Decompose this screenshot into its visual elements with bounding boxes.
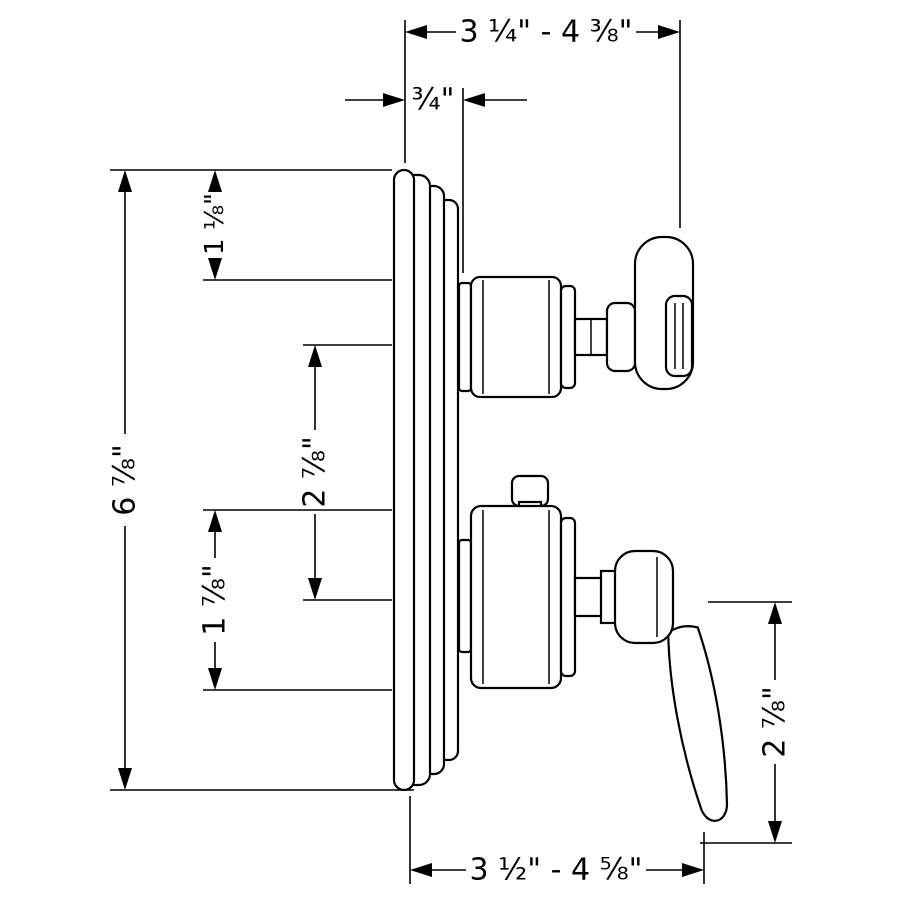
- top-valve-assembly: [457, 235, 695, 399]
- dim-top-width: 3 ¼" - 4 ⅜": [405, 15, 680, 50]
- bottom-valve-assembly: [457, 474, 729, 822]
- dim-bottom-width-label: 3 ½" - 4 ⅝": [470, 853, 643, 888]
- dim-handle-spacing-label: 2 ⅞": [298, 436, 333, 508]
- dim-bottom-width: 3 ½" - 4 ⅝": [410, 853, 704, 888]
- top-valve-flange: [457, 281, 473, 393]
- dim-top-offset: 1 ⅛": [200, 170, 230, 280]
- bottom-valve-stem: [573, 576, 605, 618]
- bottom-valve-flange: [457, 538, 473, 654]
- dim-plate-height: 6 ⅞": [108, 170, 143, 790]
- dim-top-offset-label: 1 ⅛": [200, 193, 230, 255]
- extension-lines: [110, 20, 792, 884]
- cross-handle-hub: [605, 301, 637, 373]
- dim-plate-height-label: 6 ⅞": [108, 444, 143, 516]
- dim-lever-drop: 2 ⅞": [758, 602, 793, 843]
- top-valve-sleeve: [469, 275, 563, 399]
- dim-lever-drop-label: 2 ⅞": [758, 686, 793, 758]
- dim-top-width-label: 3 ¼" - 4 ⅜": [460, 15, 633, 50]
- dim-lower-offset: 1 ⅞": [198, 510, 233, 690]
- wall-plate: [392, 168, 460, 792]
- dim-plate-depth-label: ¾": [412, 83, 455, 118]
- lever-handle-hub: [613, 549, 675, 645]
- bottom-valve-cap: [559, 516, 577, 678]
- cross-handle-cap: [664, 294, 694, 378]
- dim-plate-depth: ¾": [345, 83, 527, 118]
- top-valve-cap: [559, 284, 577, 390]
- dim-handle-spacing: 2 ⅞": [298, 345, 333, 600]
- dim-lower-offset-label: 1 ⅞": [198, 564, 233, 636]
- lever-handle: [667, 625, 729, 822]
- bottom-valve-sleeve: [469, 504, 563, 690]
